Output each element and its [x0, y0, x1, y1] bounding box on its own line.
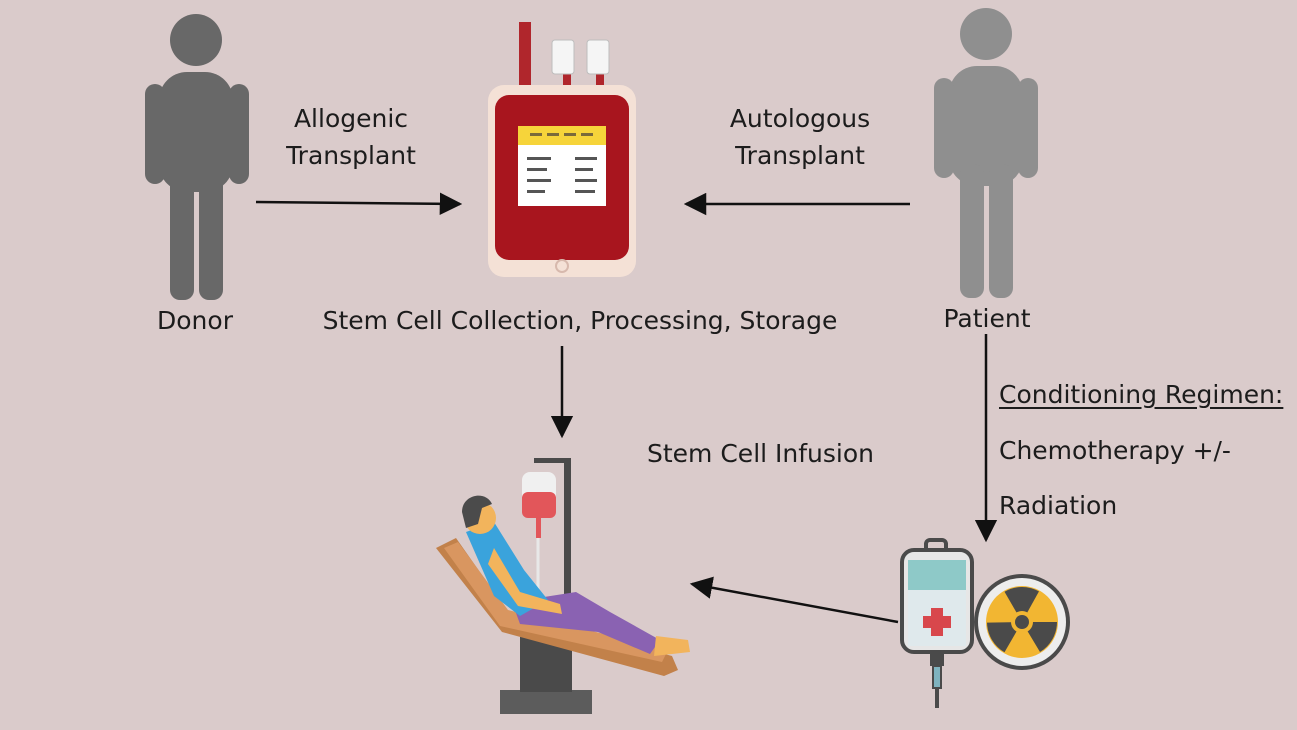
patient-label: Patient	[943, 304, 1031, 333]
conditioning-line2: Radiation	[999, 491, 1118, 520]
conditioning-line1: Chemotherapy +/-	[999, 436, 1231, 465]
autologous-label-line1: Autologous	[729, 104, 871, 133]
patient-person-icon	[934, 8, 1038, 298]
treatment-arrow	[689, 576, 899, 624]
allogenic-label-line2: Transplant	[286, 141, 416, 170]
storage-label: Stem Cell Collection, Processing, Storag…	[322, 306, 838, 335]
allogenic-arrow	[255, 192, 463, 216]
donor-label: Donor	[157, 306, 233, 335]
conditioning-title: Conditioning Regimen:	[999, 380, 1284, 409]
reclining-patient-icon	[436, 458, 690, 714]
autologous-label-line2: Transplant	[735, 141, 865, 170]
allogenic-label-line1: Allogenic	[293, 104, 409, 133]
blood-bag-icon	[488, 22, 636, 277]
iv-bag-icon	[900, 538, 974, 708]
radiation-icon	[974, 574, 1070, 670]
infusion-label: Stem Cell Infusion	[647, 439, 875, 468]
donor-person-icon	[145, 14, 249, 300]
